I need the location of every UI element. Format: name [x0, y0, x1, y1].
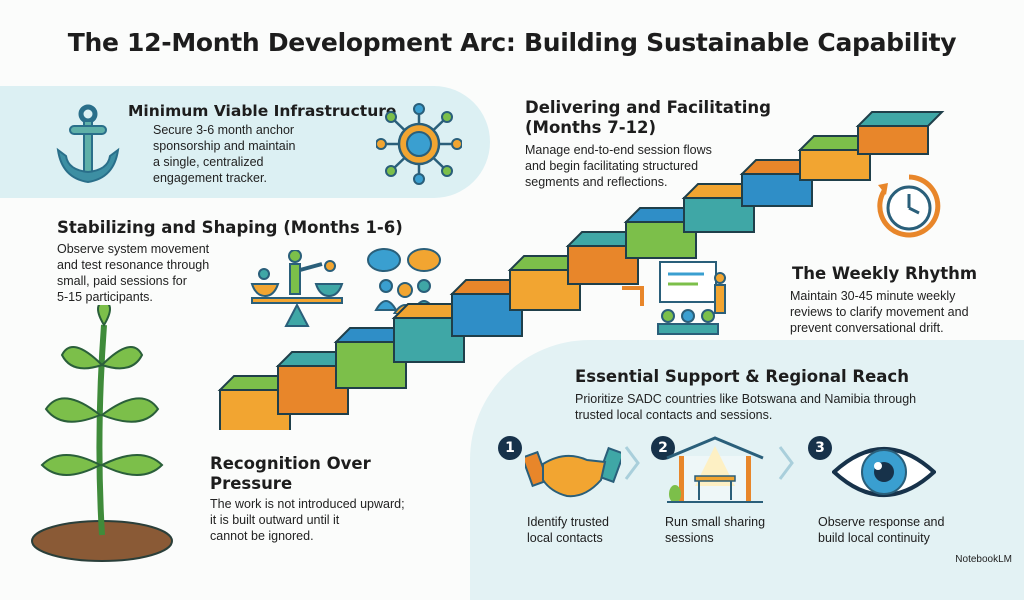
balance-scale-person-icon [250, 250, 344, 327]
body-line: Prioritize SADC countries like Botswana … [575, 392, 917, 406]
delivering-body: Manage end-to-end session flows and begi… [525, 142, 712, 190]
staircase-graphic [217, 111, 945, 430]
label-line: build local continuity [818, 531, 930, 545]
body-line: sponsorship and maintain [153, 139, 296, 153]
anchor-icon [56, 104, 120, 184]
page-title: The 12-Month Development Arc: Building S… [67, 28, 957, 57]
heading-line: Recognition Over [210, 454, 371, 473]
stabilizing-body: Observe system movement and test resonan… [57, 241, 209, 305]
clock-cycle-icon [877, 174, 941, 238]
chevron-right-icon [778, 446, 794, 480]
support-heading: Essential Support & Regional Reach [575, 367, 909, 386]
delivering-heading: Delivering and Facilitating (Months 7-12… [525, 98, 771, 138]
body-line: it is built outward until it [210, 513, 340, 527]
body-line: reviews to clarify movement and [790, 305, 969, 319]
weekly-heading: The Weekly Rhythm [792, 264, 978, 283]
stair-step [333, 327, 423, 389]
body-line: Observe system movement [57, 242, 210, 256]
stabilizing-heading: Stabilizing and Shaping (Months 1-6) [57, 218, 403, 237]
handshake-icon [525, 446, 621, 498]
heading-line: Delivering and Facilitating [525, 98, 771, 117]
presenter-board-icon [622, 261, 726, 335]
infrastructure-heading: Minimum Viable Infrastructure [128, 102, 397, 120]
body-line: prevent conversational drift. [790, 321, 944, 335]
sprouting-plant-icon [31, 305, 173, 562]
step-number: 1 [498, 436, 522, 460]
body-line: a single, centralized [153, 155, 264, 169]
body-line: The work is not introduced upward; [210, 497, 405, 511]
body-line: Maintain 30-45 minute weekly [790, 289, 956, 303]
weekly-body: Maintain 30-45 minute weekly reviews to … [790, 288, 969, 336]
body-line: Secure 3-6 month anchor [153, 123, 295, 137]
heading-line: (Months 7-12) [525, 118, 657, 137]
body-line: 5-15 participants. [57, 290, 153, 304]
body-line: Manage end-to-end session flows [525, 143, 712, 157]
hub-network-icon [376, 103, 462, 185]
body-line: segments and reflections. [525, 175, 668, 189]
recognition-body: The work is not introduced upward; it is… [210, 496, 405, 544]
recognition-heading: Recognition Over Pressure [210, 454, 371, 494]
label-line: Run small sharing [665, 515, 766, 529]
step-label: Identify trusted local contacts [527, 514, 609, 546]
heading-line: Pressure [210, 474, 293, 493]
infrastructure-body: Secure 3-6 month anchor sponsorship and … [153, 122, 295, 186]
step-label: Observe response and build local continu… [818, 514, 944, 546]
body-line: trusted local contacts and sessions. [575, 408, 773, 422]
pavilion-table-icon [666, 436, 764, 503]
watermark: NotebookLM [955, 554, 1012, 565]
label-line: Identify trusted [527, 515, 609, 529]
chevron-right-icon [624, 446, 640, 480]
body-line: and test resonance through [57, 258, 210, 272]
support-body: Prioritize SADC countries like Botswana … [575, 391, 916, 423]
body-line: cannot be ignored. [210, 529, 314, 543]
body-line: small, paid sessions for [57, 274, 187, 288]
stair-step [855, 111, 945, 155]
step-number: 3 [808, 436, 832, 460]
body-line: engagement tracker. [153, 171, 267, 185]
step-label: Run small sharing sessions [665, 514, 765, 546]
eye-icon [832, 447, 936, 497]
label-line: Observe response and [818, 515, 945, 529]
body-line: and begin facilitating structured [525, 159, 699, 173]
label-line: sessions [665, 531, 714, 545]
label-line: local contacts [527, 531, 603, 545]
